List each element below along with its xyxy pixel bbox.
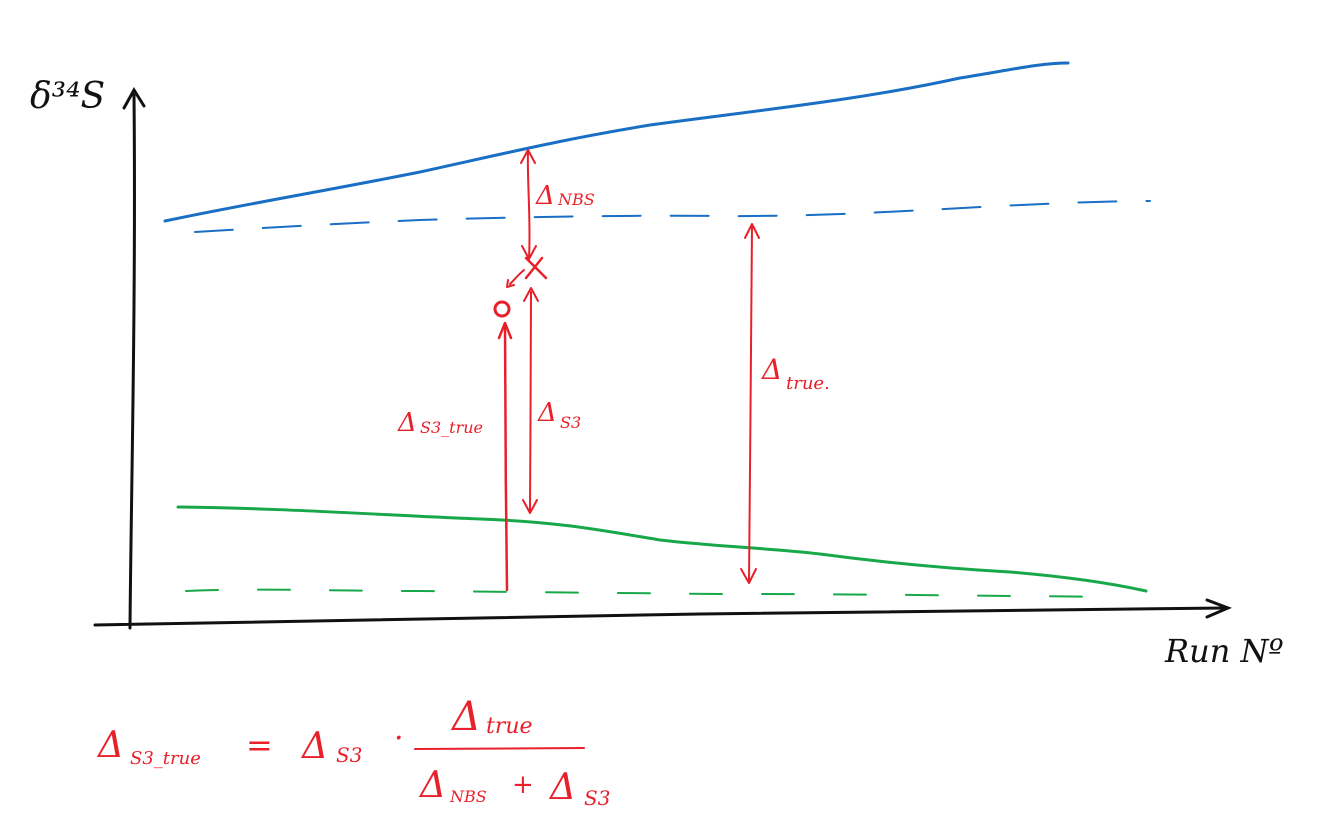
green-solid-line	[176, 505, 1148, 593]
delta-symbol: Δ	[537, 398, 557, 428]
delta-nbs-arrowhead-top	[520, 149, 536, 164]
delta-subscript: NBS	[557, 190, 595, 209]
delta-symbol: Δ	[397, 408, 417, 438]
delta-subscript: S3_true	[420, 418, 483, 437]
y-axis-label: δ³⁴S	[30, 76, 105, 117]
x-axis-arrowhead	[1205, 598, 1232, 619]
y-axis-arrowhead	[122, 87, 146, 110]
label-delta-s3: Δ S3	[537, 398, 581, 432]
delta-symbol: Δ	[535, 181, 555, 211]
delta-s3-arrowhead-bottom	[522, 499, 538, 514]
delta-s3-true-arrow	[503, 324, 509, 592]
y-axis-line	[128, 93, 136, 630]
shift-arrowhead	[506, 279, 515, 288]
delta-nbs-arrow	[526, 151, 531, 259]
formula-numerator-subscript: true	[486, 714, 533, 739]
fraction-bar	[414, 747, 585, 750]
delta-true-arrow	[748, 225, 753, 583]
formula-numerator-symbol: Δ	[450, 694, 481, 740]
formula-denominator-a-subscript: NBS	[449, 787, 487, 806]
delta-nbs-arrowhead-bottom	[521, 245, 537, 260]
formula-denominator-b-subscript: S3	[584, 786, 610, 810]
blue-dashed-line	[194, 200, 1151, 233]
x-axis	[93, 598, 1232, 627]
red-annotations	[414, 149, 760, 750]
label-delta-s3-true: Δ S3_true	[397, 408, 483, 438]
formula-plus: +	[512, 770, 534, 800]
label-delta-nbs: Δ NBS	[535, 181, 595, 211]
delta-s3-true-arrowhead	[497, 321, 513, 340]
shift-arrow	[509, 269, 525, 285]
blue-solid-line	[163, 61, 1070, 223]
delta-subscript: S3	[560, 413, 581, 432]
formula-factor-subscript: S3	[336, 743, 362, 767]
formula-equals: =	[246, 726, 273, 764]
formula-lhs-symbol: Δ	[96, 725, 124, 766]
delta-s3-arrowhead-top	[523, 287, 539, 302]
formula-dot: ·	[394, 721, 404, 756]
delta-s3-arrow	[529, 291, 532, 513]
delta-true-arrowhead-bottom	[740, 568, 757, 584]
x-axis-label: Run Nº	[1164, 632, 1284, 670]
x-axis-line	[93, 606, 1227, 627]
green-dashed-line	[185, 588, 1111, 598]
label-delta-true: Δ true.	[761, 353, 830, 394]
y-axis	[122, 87, 146, 630]
formula-denominator-a-symbol: Δ	[418, 765, 446, 806]
formula: Δ S3_true = Δ S3 · Δ true Δ NBS + Δ S3	[96, 694, 610, 810]
formula-factor-symbol: Δ	[300, 726, 328, 767]
formula-lhs-subscript: S3_true	[130, 748, 201, 769]
circle-marker	[493, 300, 511, 318]
delta-symbol: Δ	[761, 353, 782, 386]
delta-true-arrowhead-top	[744, 223, 760, 239]
delta-subscript: true.	[786, 373, 830, 394]
formula-denominator-b-symbol: Δ	[548, 767, 576, 808]
x-marker	[524, 256, 548, 280]
